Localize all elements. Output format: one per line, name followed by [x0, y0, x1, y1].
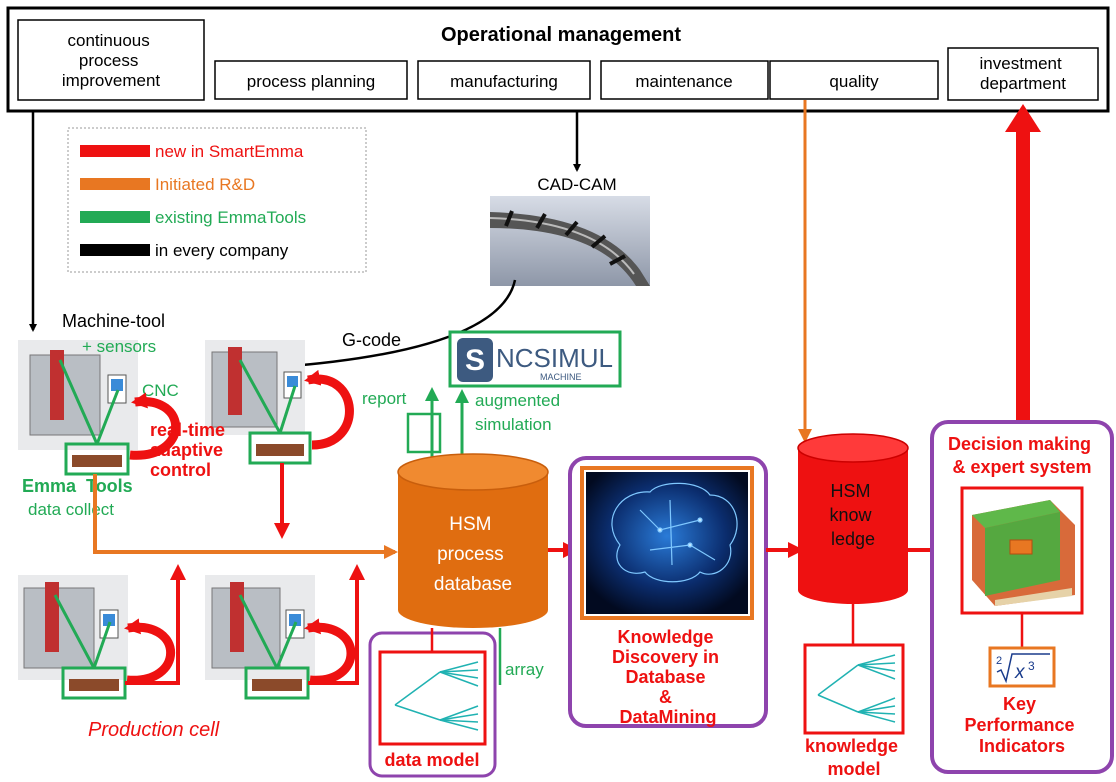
formula-icon: 2 x 3	[996, 653, 1050, 684]
maintenance-label: maintenance	[635, 72, 732, 91]
kpi-label: Key Performance Indicators	[964, 694, 1079, 756]
legend-label-initiated: Initiated R&D	[155, 175, 255, 194]
emma-device-3	[69, 679, 119, 691]
data-model-label: data model	[384, 750, 479, 770]
book-icon	[972, 500, 1075, 606]
investment-department-label: investment department	[980, 54, 1067, 93]
ncsimul-logo-letter: S	[465, 344, 485, 377]
emma-tools-label: Emma Tools	[22, 476, 133, 496]
emma-device-1	[72, 455, 122, 467]
kdd-label: Knowledge Discovery in Database & DataMi…	[612, 627, 724, 727]
feedback-arrow-4	[304, 618, 356, 685]
array-label: array	[505, 660, 544, 679]
kdd-image-border	[580, 466, 754, 620]
continuous-improvement-label: continuous process improvement	[62, 31, 161, 90]
hsm-knowledge-database[interactable]	[797, 433, 909, 604]
augmented-simulation-label: augmented simulation	[475, 391, 565, 434]
report-icon	[406, 412, 442, 454]
feedback-arrow-1	[129, 392, 181, 460]
legend-swatch-initiated	[80, 178, 150, 190]
process-planning-label: process planning	[247, 72, 376, 91]
gcode-label: G-code	[342, 330, 401, 350]
knowledge-model-icon-box	[803, 643, 905, 735]
legend-swatch-existing	[80, 211, 150, 223]
emma-device-4	[252, 679, 302, 691]
legend: new in SmartEmma Initiated R&D existing …	[80, 142, 306, 260]
legend-label-existing: existing EmmaTools	[155, 208, 306, 227]
hsm-knowledge-label: HSM know ledge	[829, 481, 876, 549]
legend-swatch-every	[80, 244, 150, 256]
legend-label-every: in every company	[155, 241, 289, 260]
brain-icon	[611, 482, 738, 583]
cadcam-image	[489, 196, 650, 286]
data-collect-line	[93, 474, 398, 559]
tree-icon-knowledge-model	[817, 654, 896, 723]
svg-text:3: 3	[1028, 659, 1035, 673]
machine-tool-1[interactable]	[18, 340, 138, 450]
production-cell-label: Production cell	[88, 719, 220, 741]
sensors-label: + sensors	[82, 337, 156, 356]
operational-management-title: Operational management	[441, 24, 681, 46]
machine-tool-2[interactable]	[205, 340, 305, 435]
realtime-control-label: real-time adaptive control	[150, 420, 230, 480]
quality-box[interactable]	[769, 60, 939, 100]
decision-label: Decision making & expert system	[948, 434, 1096, 477]
report-label: report	[362, 389, 407, 408]
ncsimul-subtitle: MACHINE	[540, 372, 582, 382]
process-planning-box[interactable]	[214, 60, 408, 100]
cnc-label: CNC	[142, 381, 179, 400]
arrow-decision-to-investment-head	[1005, 104, 1041, 132]
machine-tool-4[interactable]	[205, 575, 315, 680]
ncsimul-title: NCSIMUL	[496, 343, 613, 373]
knowledge-model-label: knowledge model	[805, 736, 903, 779]
legend-label-new: new in SmartEmma	[155, 142, 304, 161]
svg-text:2: 2	[996, 655, 1002, 667]
tree-icon-data-model	[394, 661, 479, 731]
legend-swatch-new	[80, 145, 150, 157]
red-link-mt4-up	[308, 564, 365, 685]
data-collect-label: data collect	[28, 500, 114, 519]
hsm-process-database-label: HSM process database	[434, 514, 512, 595]
hsm-process-database[interactable]	[397, 453, 549, 628]
feedback-arrow-2	[304, 369, 354, 450]
svg-text:x: x	[1014, 662, 1026, 683]
continuous-improvement-box[interactable]	[17, 19, 205, 101]
maintenance-box[interactable]	[600, 60, 769, 100]
manufacturing-box[interactable]	[417, 60, 591, 100]
investment-department-box[interactable]	[947, 47, 1099, 101]
ncsimul-logo-icon	[457, 338, 493, 382]
cadcam-label: CAD-CAM	[537, 175, 616, 194]
emma-device-2	[256, 444, 304, 456]
data-model-icon-box	[378, 650, 487, 746]
machine-tool-label: Machine-tool	[62, 311, 165, 331]
quality-label: quality	[829, 72, 879, 91]
brain-image	[586, 472, 748, 614]
manufacturing-label: manufacturing	[450, 72, 558, 91]
feedback-arrow-3	[124, 618, 176, 685]
red-link-mt3-up	[125, 564, 186, 685]
